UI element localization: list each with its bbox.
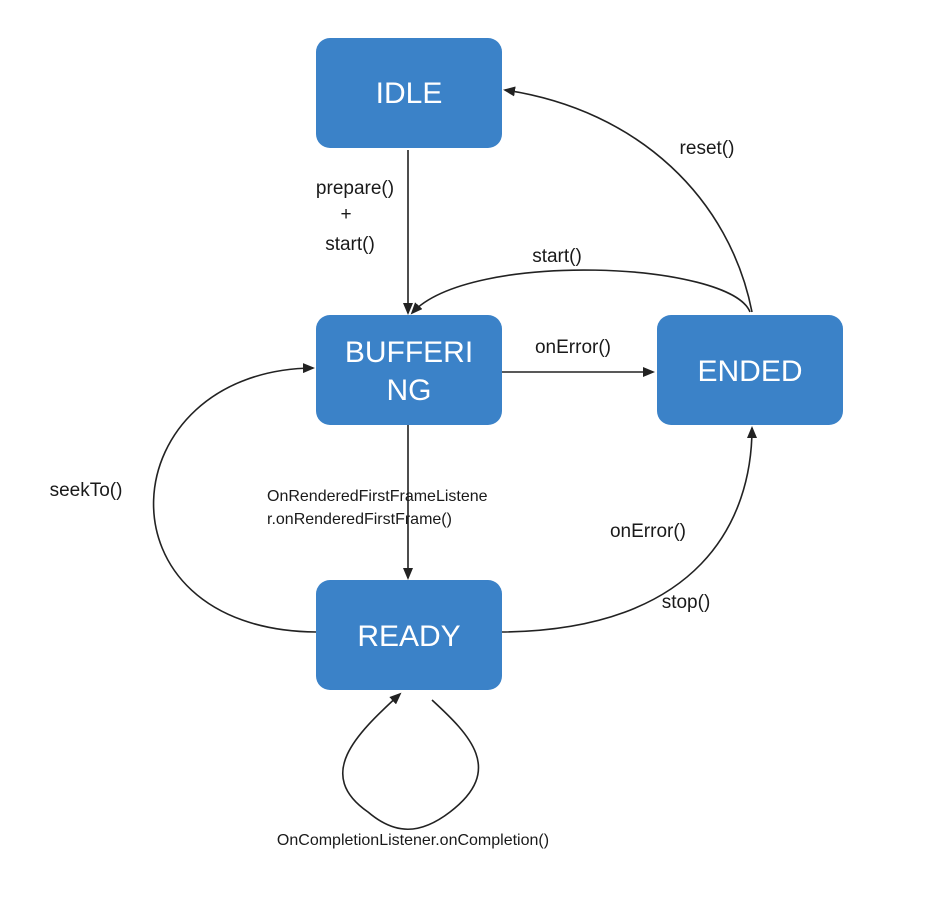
state-ready: READY [316, 580, 502, 690]
state-ended-label: ENDED [697, 355, 802, 388]
state-buffering-box [316, 315, 502, 425]
state-ended: ENDED [657, 315, 843, 425]
label-prepare-line1: prepare() [316, 178, 394, 199]
edge-ready-to-buffering [152, 363, 317, 633]
state-buffering: BUFFERI NG [316, 315, 502, 425]
state-idle: IDLE [316, 38, 502, 148]
label-first-frame-line1: OnRenderedFirstFrameListene [267, 488, 488, 505]
state-buffering-label-line1: BUFFERI [345, 336, 473, 369]
label-onerror-ready: onError() [610, 521, 686, 542]
state-buffering-label-line2: NG [387, 374, 432, 407]
state-ready-label: READY [357, 620, 460, 653]
edge-ready-to-ended [501, 426, 757, 633]
label-seekto: seekTo() [50, 480, 123, 501]
label-oncompletion: OnCompletionListener.onCompletion() [277, 832, 549, 849]
label-prepare-line3: start() [325, 234, 375, 255]
transition-edges [152, 86, 757, 831]
label-onerror-buffering: onError() [535, 337, 611, 358]
state-ready-box [316, 580, 502, 690]
state-idle-box [316, 38, 502, 148]
edge-ready-self-loop [341, 692, 480, 831]
label-start: start() [532, 246, 582, 267]
label-first-frame-line2: r.onRenderedFirstFrame() [267, 511, 452, 528]
edge-ended-to-buffering [410, 269, 751, 315]
label-prepare-line2: + [340, 204, 351, 225]
state-ended-box [657, 315, 843, 425]
state-idle-label: IDLE [376, 77, 443, 110]
transition-labels: prepare() + start() reset() start() onEr… [50, 138, 735, 849]
edge-ended-to-idle [503, 86, 753, 313]
label-reset: reset() [680, 138, 735, 159]
label-stop: stop() [662, 592, 711, 613]
